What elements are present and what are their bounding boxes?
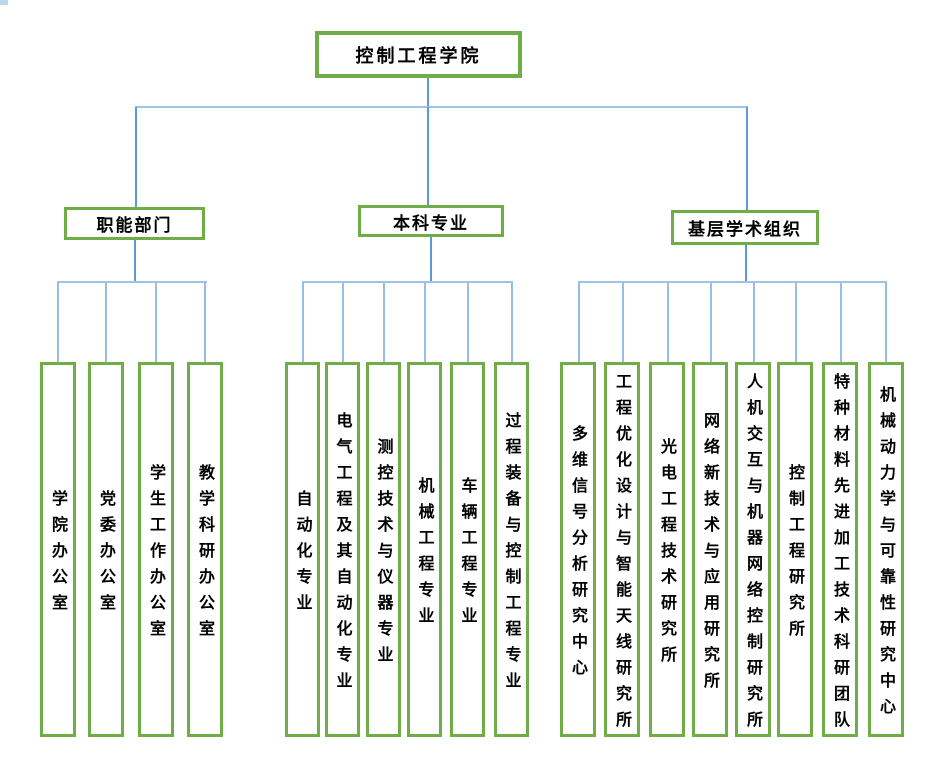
connector [134,240,136,282]
connector [578,281,887,283]
org-node-leaf: 测控技术与仪器专业 [366,362,401,737]
connector [578,283,580,362]
org-node-group-functional: 职能部门 [64,207,205,240]
connector [840,283,842,362]
connector [667,283,669,362]
org-node-leaf: 机械工程专业 [407,362,442,737]
org-node-label: 机械工程专业 [415,476,435,633]
org-node-label: 控制工程研究所 [786,463,805,646]
connector [383,283,385,362]
org-node-label: 机械动力学与可靠性研究中心 [877,385,896,724]
connector [622,283,624,362]
connector [342,283,344,362]
connector [155,283,157,362]
org-node-leaf: 过程装备与控制工程专业 [494,362,529,737]
connector [427,78,429,107]
connector [57,283,59,362]
connector [885,283,887,362]
org-node-label: 本科专业 [393,213,469,234]
org-node-leaf: 机械动力学与可靠性研究中心 [868,362,904,737]
connector [710,283,712,362]
org-node-label: 职能部门 [96,216,173,236]
org-node-label: 党委办公室 [97,489,116,620]
org-node-label: 测控技术与仪器专业 [374,437,394,672]
org-node-label: 光电工程技术研究所 [658,437,677,672]
org-node-label: 车辆工程专业 [458,476,478,633]
connector [135,107,137,207]
org-node-leaf: 教学科研办公室 [187,362,223,737]
org-node-leaf: 党委办公室 [88,362,124,737]
org-node-leaf: 控制工程研究所 [777,362,813,737]
org-node-label: 多维信号分析研究中心 [569,424,588,685]
connector [467,283,469,362]
org-node-leaf: 多维信号分析研究中心 [560,362,596,737]
connector [105,283,107,362]
org-node-leaf: 工程优化设计与智能天线研究所 [604,362,640,737]
connector [302,281,513,283]
org-node-leaf: 电气工程及其自动化专业 [325,362,360,737]
connector [745,245,747,283]
org-node-label: 人机交互与机器网络控制研究所 [744,372,763,737]
org-node-leaf: 人机交互与机器网络控制研究所 [735,362,771,737]
org-node-label: 基层学术组织 [688,220,802,240]
org-node-label: 特种材料先进加工技术科研团队 [831,372,850,737]
org-node-group-academic: 基层学术组织 [671,210,819,245]
org-node-label: 过程装备与控制工程专业 [502,411,522,698]
connector [204,283,206,362]
connector [753,283,755,362]
org-node-label: 工程优化设计与智能天线研究所 [613,372,632,737]
connector [511,283,513,362]
connector [302,283,304,362]
org-node-label: 电气工程及其自动化专业 [333,411,353,698]
connector [430,237,432,283]
org-node-label: 控制工程学院 [355,45,482,67]
org-node-leaf: 学院办公室 [40,362,76,737]
org-node-group-undergrad: 本科专业 [358,205,504,237]
org-node-leaf: 光电工程技术研究所 [649,362,685,737]
corner-artifact [0,0,8,5]
org-node-leaf: 车辆工程专业 [450,362,485,737]
org-node-label: 学院办公室 [49,489,68,620]
org-node-leaf: 网络新技术与应用研究所 [692,362,728,737]
connector [427,107,429,205]
connector [57,281,207,283]
org-node-leaf: 学生工作办公室 [138,362,174,737]
connector [746,107,748,210]
org-node-label: 自动化专业 [293,489,313,620]
org-node-leaf: 特种材料先进加工技术科研团队 [822,362,858,737]
org-node-root: 控制工程学院 [315,31,522,78]
connector [424,283,426,362]
connector [795,283,797,362]
org-node-label: 学生工作办公室 [147,463,166,646]
org-node-label: 网络新技术与应用研究所 [701,411,720,698]
org-node-label: 教学科研办公室 [196,463,215,646]
connector [135,106,748,108]
org-node-leaf: 自动化专业 [285,362,320,737]
